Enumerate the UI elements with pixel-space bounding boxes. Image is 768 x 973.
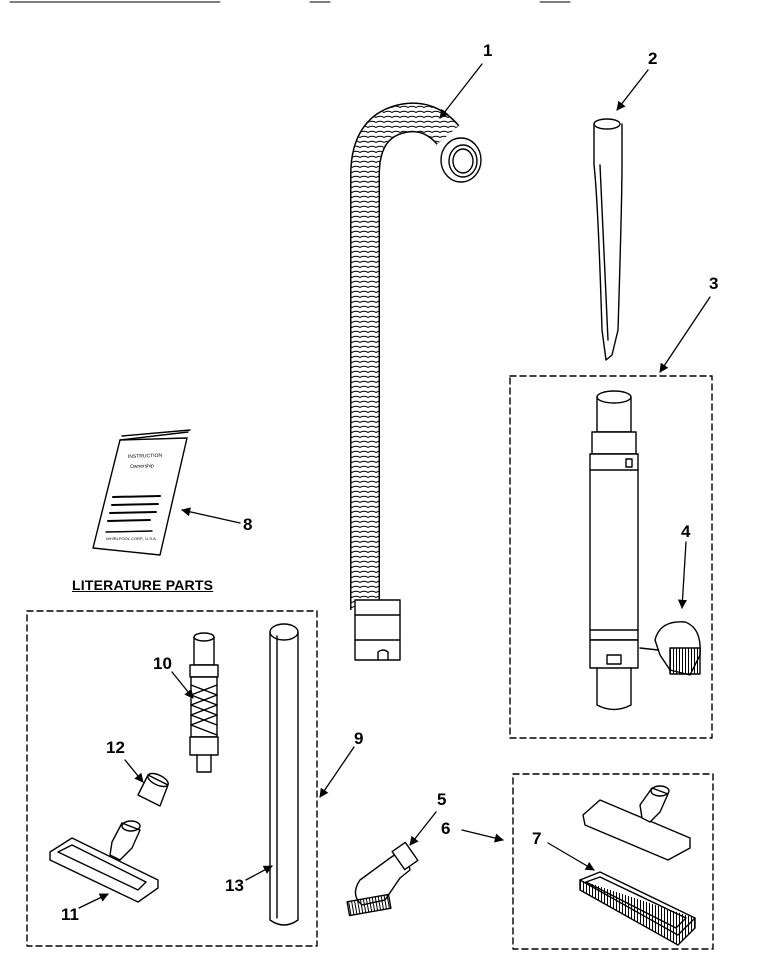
callout-3: 3 [709,274,719,293]
leader-arrows [78,63,711,909]
dusting-brush-part-5 [346,841,419,917]
group-box-6 [512,773,714,950]
floor-tool-part-11 [49,820,159,903]
crevice-tool-part-2 [593,118,623,361]
callout-4: 4 [681,522,691,541]
brush-insert-part-7 [579,871,696,946]
upholstery-tool-part-6 [582,785,691,861]
clip-part-4 [639,621,701,676]
callout-1: 1 [483,41,493,60]
callout-9: 9 [354,729,364,748]
callout-8: 8 [243,515,253,534]
callout-11: 11 [61,905,79,924]
extension-wand-part-3 [589,390,639,711]
adapter-part-12 [137,772,169,807]
hose-part-1 [350,102,482,661]
literature-parts-heading: LITERATURE PARTS [72,577,214,593]
booklet-footer-line: WHIRLPOOL CORP., U.S.A. [106,536,157,541]
callout-2: 2 [648,49,658,68]
straight-wand-part-13 [269,623,299,926]
callout-13: 13 [225,876,244,895]
booklet-title-line-1: INSTRUCTION [128,453,163,460]
hose-adapter-part-10 [189,632,219,773]
callout-5: 5 [437,790,447,809]
callout-12: 12 [106,738,125,757]
callout-7: 7 [532,829,542,848]
group-box-3 [509,375,713,739]
callout-10: 10 [153,654,172,673]
booklet-title-line-2: Ownership [130,463,154,470]
group-box-9 [26,610,318,947]
callout-6: 6 [441,819,451,838]
literature-booklet-part-8 [92,429,191,556]
